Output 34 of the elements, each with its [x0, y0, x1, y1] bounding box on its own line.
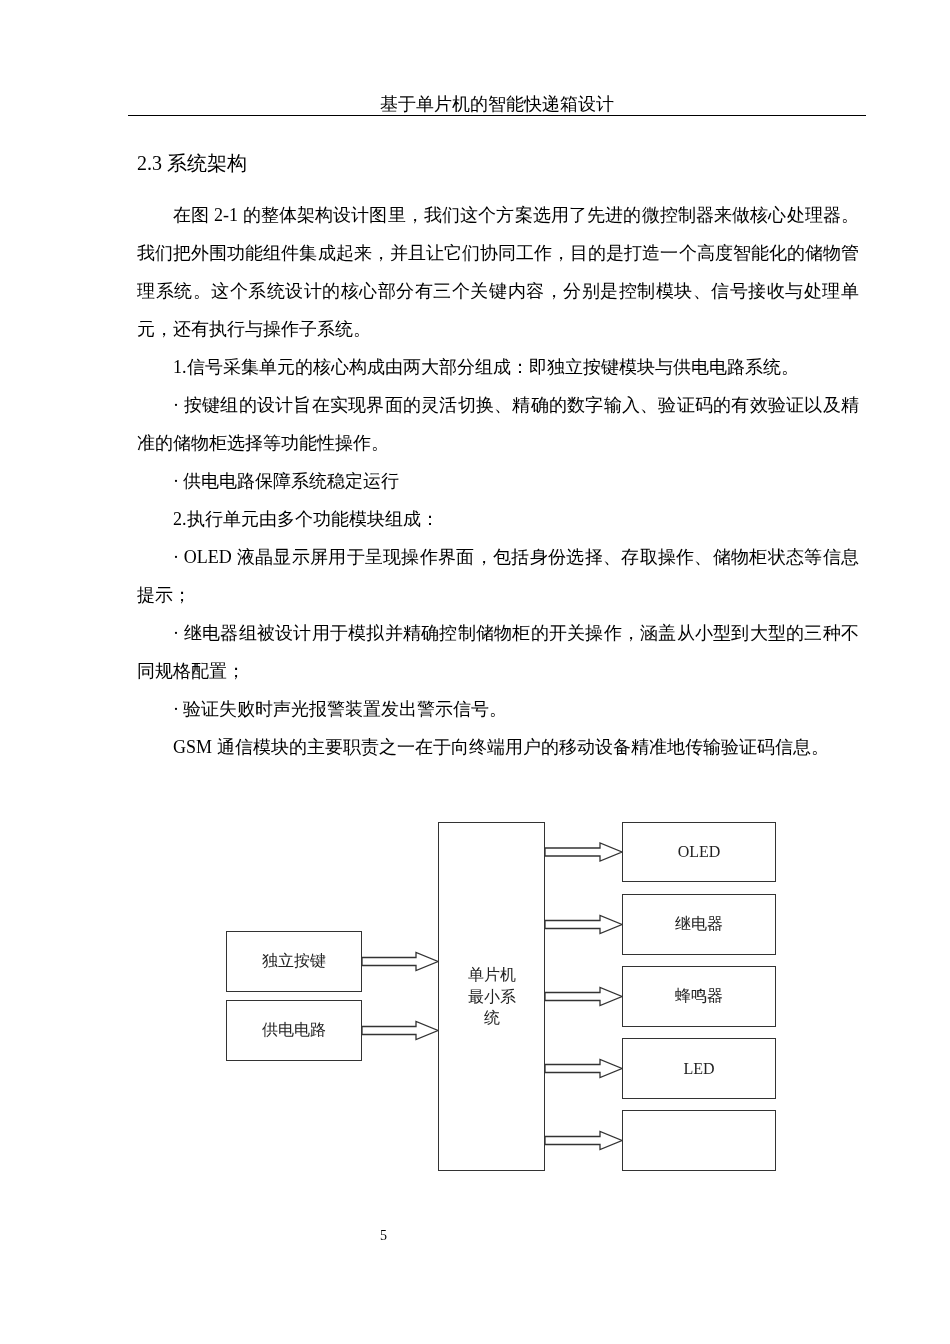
paragraph: · 供电电路保障系统稳定运行 — [172, 470, 401, 493]
paragraph: · OLED 液晶显示屏用于呈现操作界面，包括身份选择、存取操作、储物柜状态等信息提示； — [137, 546, 859, 607]
section-heading: 2.3 系统架构 — [137, 151, 247, 176]
hollow-arrow — [544, 1130, 624, 1151]
module-box — [226, 1000, 362, 1061]
hollow-arrow — [361, 951, 440, 972]
module-label: LED — [683, 1059, 715, 1078]
empty-module-box — [622, 1110, 776, 1171]
module-label: 单片机最小系统 — [466, 965, 517, 1029]
module-label: 继电器 — [675, 914, 723, 934]
paragraph: 1.信号采集单元的核心构成由两大部分组成：即独立按键模块与供电电路系统。 — [172, 356, 800, 379]
module-box — [226, 931, 362, 992]
hollow-arrow — [361, 1020, 440, 1041]
hollow-arrow — [544, 1058, 624, 1079]
module-box — [622, 894, 776, 955]
module-label: 蜂鸣器 — [675, 986, 723, 1006]
running-header: 基于单片机的智能快递箱设计 — [379, 93, 615, 116]
module-box — [622, 1038, 776, 1099]
module-box — [622, 822, 776, 882]
paragraph: · 按键组的设计旨在实现界面的灵活切换、精确的数字输入、验证码的有效验证以及精准的储物柜选择等功能性操作。 — [137, 394, 859, 455]
paragraph: · 继电器组被设计用于模拟并精确控制储物柜的开关操作，涵盖从小型到大型的三种不同规格配置； — [137, 622, 859, 683]
module-label: 独立按键 — [262, 951, 326, 971]
paragraph: 2.执行单元由多个功能模块组成： — [172, 508, 440, 531]
module-box — [438, 822, 545, 1171]
paragraph: GSM 通信模块的主要职责之一在于向终端用户的移动设备精准地传输验证码信息。 — [172, 736, 830, 759]
hollow-arrow — [544, 986, 624, 1007]
module-box — [622, 966, 776, 1027]
page-number: 5 — [380, 1228, 387, 1244]
paragraph: 在图 2-1 的整体架构设计图里，我们这个方案选用了先进的微控制器来做核心处理器。我们把外围功能组件集成起来，并且让它们协同工作，目的是打造一个高度智能化的储物管理系统。这个系统设计的核心部分有三个关键内容，分别是控制模块、信号接收与处理单元，还有执行与操作子系统。 — [137, 204, 859, 341]
hollow-arrow — [544, 914, 624, 935]
paragraph: · 验证失败时声光报警装置发出警示信号。 — [172, 698, 509, 721]
module-label: 供电电路 — [262, 1020, 326, 1040]
module-label: OLED — [677, 843, 721, 861]
hollow-arrow — [544, 842, 624, 862]
